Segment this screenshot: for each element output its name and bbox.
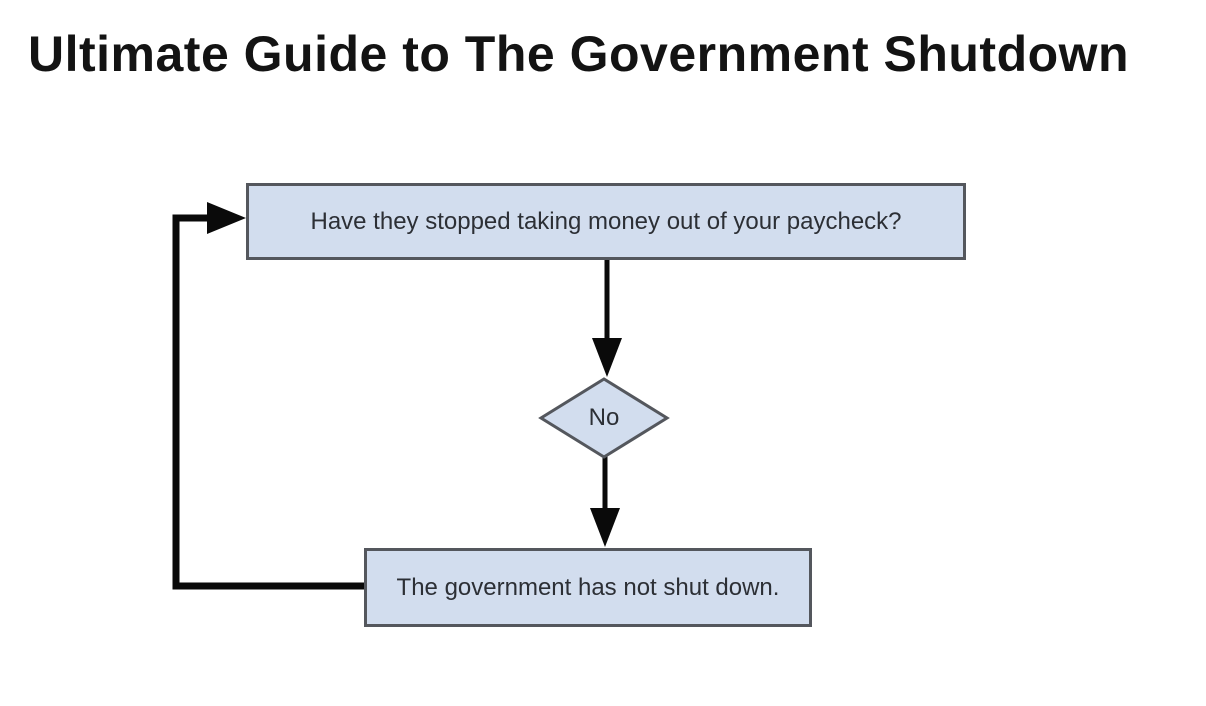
- page-title: Ultimate Guide to The Government Shutdow…: [28, 26, 1130, 82]
- question-text: Have they stopped taking money out of yo…: [310, 207, 902, 235]
- decision-diamond: [538, 377, 670, 459]
- question-node: Have they stopped taking money out of yo…: [246, 183, 966, 260]
- loop-arrowhead-icon: [207, 202, 246, 234]
- result-text: The government has not shut down.: [396, 573, 780, 601]
- question-to-decision-arrowhead-icon: [592, 338, 622, 377]
- loop-connector-line: [172, 214, 367, 590]
- decision-to-result-arrowhead-icon: [590, 508, 620, 547]
- decision-label: No: [588, 404, 620, 431]
- result-node: The government has not shut down.: [364, 548, 812, 627]
